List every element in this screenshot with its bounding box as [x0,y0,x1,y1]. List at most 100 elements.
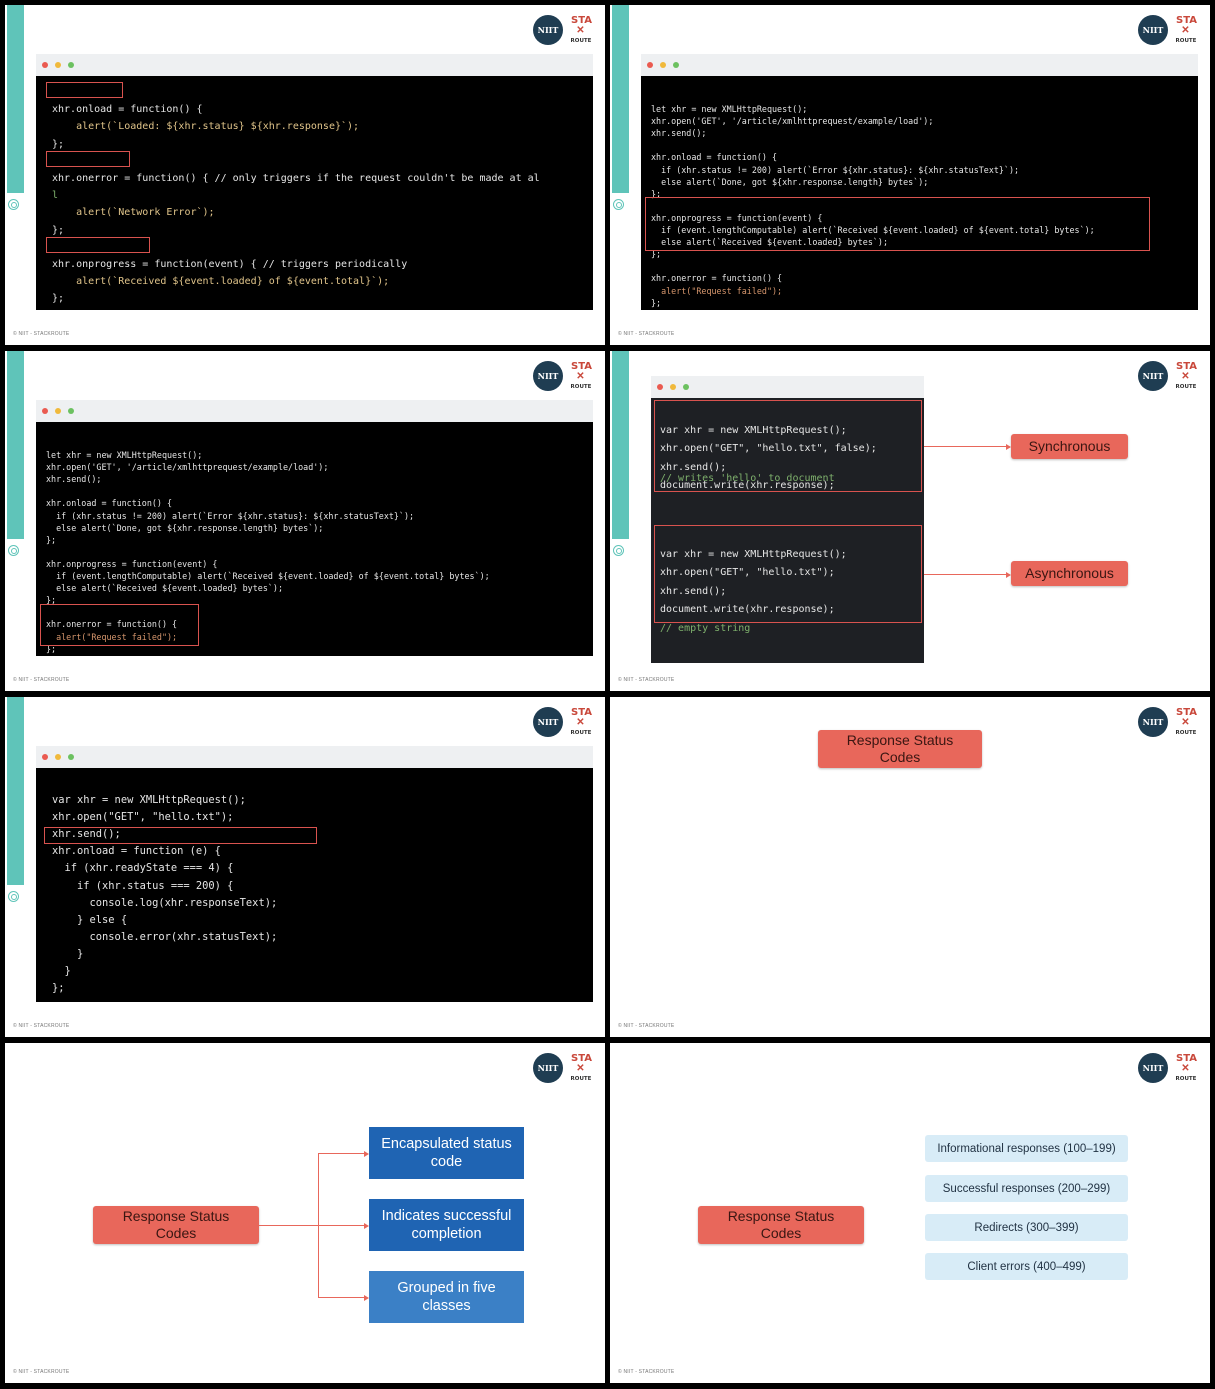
code-line: xhr.onprogress = function(event) { // tr… [52,259,408,271]
code-line: xhr.onprogress = function(event) { [46,558,218,569]
connector-branch-2 [318,1225,364,1226]
connector-async [924,574,1006,575]
source-line-2: Codes [760,1225,802,1241]
connector-sync [924,446,1006,447]
code-line: if (event.lengthComputable) alert(`Recei… [46,571,490,582]
code-line: xhr.open("GET", "hello.txt", false); [660,443,877,454]
window-titlebar [36,400,593,422]
accent-bar [7,697,24,885]
async-code-box [654,525,922,623]
slide-5: NIIT STA ✕ ROUTE var xhr = new XMLHttpRe… [5,697,605,1037]
minimize-dot-icon [670,384,676,390]
code-line: else alert(`Done, got ${xhr.response.len… [651,176,929,187]
code-line: xhr.open("GET", "hello.txt"); [660,567,835,578]
code-line: xhr.onload = function() { [46,498,173,509]
status-class-label: Successful responses (200–299) [942,1182,1111,1195]
box2-line-1: Indicates successful [381,1208,512,1224]
box2-line-2: completion [411,1226,482,1242]
code-line: console.error(xhr.statusText); [52,930,278,943]
code-window: var xhr = new XMLHttpRequest(); xhr.open… [651,376,924,663]
stackroute-sta: STA [571,707,592,718]
code-line: // empty string [660,622,751,634]
code-line: }; [46,643,57,654]
code-line: }; [52,293,65,305]
window-titlebar [36,54,593,76]
stackroute-sta: STA [1176,1053,1197,1064]
stackroute-mark-icon: ✕ [1181,371,1190,382]
minimize-dot-icon [55,62,61,68]
slide-6: NIIT STA ✕ ROUTE Response Status Codes ©… [610,697,1210,1037]
stackroute-mark-icon: ✕ [576,1063,585,1074]
slide-3: NIIT STA ✕ ROUTE let xhr = new XMLHttpRe… [5,351,605,691]
stackroute-sta: STA [571,1053,592,1064]
stackroute-sta: STA [1176,707,1197,718]
box1-line-1: Encapsulated status [381,1136,512,1152]
niit-logo: NIIT [1138,361,1168,391]
synchronous-label: Synchronous [1011,434,1128,459]
niit-logo: NIIT [1138,707,1168,737]
code-line: xhr.open('GET', '/article/xmlhttprequest… [651,116,934,127]
stackroute-route: ROUTE [570,730,592,736]
code-block: let xhr = new XMLHttpRequest(); xhr.open… [651,91,1198,321]
response-status-codes-title: Response Status Codes [818,730,982,768]
code-window: let xhr = new XMLHttpRequest(); xhr.open… [641,54,1198,310]
slide-2: NIIT STA ✕ ROUTE let xhr = new XMLHttpRe… [610,5,1210,345]
code-line: if (event.lengthComputable) alert(`Recei… [651,225,1095,236]
minimize-dot-icon [660,62,666,68]
box3-line-1: Grouped in five [397,1280,496,1296]
code-line: let xhr = new XMLHttpRequest(); [651,104,808,115]
arrow-branch-1-icon [364,1151,369,1157]
sync-comment: // writes 'hello' to document [660,473,835,484]
stackroute-route: ROUTE [570,384,592,390]
close-dot-icon [42,754,48,760]
window-titlebar [651,376,924,398]
code-line: xhr.onload = function (e) { [52,845,221,858]
stackroute-mark-icon: ✕ [1181,25,1190,36]
source-line-1: Response Status [727,1208,835,1224]
highlight-onerror [46,151,130,167]
niit-stackroute-logo: NIIT STA ✕ ROUTE [533,707,593,739]
code-line: xhr.onerror = function() { [46,619,178,630]
sync-code-box [654,400,922,492]
footer-copyright: © NIIT - STACKROUTE [618,1023,675,1029]
indicates-successful-completion-box: Indicates successful completion [369,1199,524,1251]
code-line: xhr.onerror = function() { [651,273,783,284]
slide-7: NIIT STA ✕ ROUTE Response Status Codes E… [5,1043,605,1383]
code-line: var xhr = new XMLHttpRequest(); [660,548,847,560]
code-line: alert("Request failed"); [651,285,783,296]
code-line: xhr.open("GET", "hello.txt"); [52,811,234,824]
footer-copyright: © NIIT - STACKROUTE [618,1369,675,1375]
code-line: alert(`Loaded: ${xhr.status} ${xhr.respo… [52,121,360,133]
close-dot-icon [42,62,48,68]
window-titlebar [36,746,593,768]
maximize-dot-icon [683,384,689,390]
asynchronous-text: Asynchronous [1025,565,1114,581]
stackroute-route: ROUTE [1175,1076,1197,1082]
niit-stackroute-logo: NIIT STA ✕ ROUTE [533,15,593,47]
code-line: else alert(`Done, got ${xhr.response.len… [46,522,324,533]
stackroute-sta: STA [571,361,592,372]
connector-branch-3 [318,1297,364,1298]
async-code-block: var xhr = new XMLHttpRequest(); xhr.open… [660,527,924,657]
niit-logo: NIIT [1138,15,1168,45]
code-line: if (xhr.readyState === 4) { [52,862,234,875]
niit-logo: NIIT [533,1053,563,1083]
arrow-branch-2-icon [364,1223,369,1229]
target-icon [8,891,19,902]
code-line: l [52,190,59,202]
highlight-onprogress [46,237,150,253]
grouped-in-five-classes-box: Grouped in five classes [369,1271,524,1323]
footer-copyright: © NIIT - STACKROUTE [13,1369,70,1375]
target-icon [613,199,624,210]
code-block: let xhr = new XMLHttpRequest(); xhr.open… [46,437,593,667]
niit-logo: NIIT [533,361,563,391]
status-class-label: Informational responses (100–199) [937,1142,1116,1155]
stackroute-route: ROUTE [1175,38,1197,44]
code-line: }; [651,297,662,308]
stackroute-sta: STA [1176,361,1197,372]
stackroute-route: ROUTE [570,38,592,44]
status-class-item: Redirects (300–399) [925,1214,1128,1241]
response-status-codes-source: Response Status Codes [698,1206,864,1244]
close-dot-icon [657,384,663,390]
box3-line-2: classes [422,1298,471,1314]
